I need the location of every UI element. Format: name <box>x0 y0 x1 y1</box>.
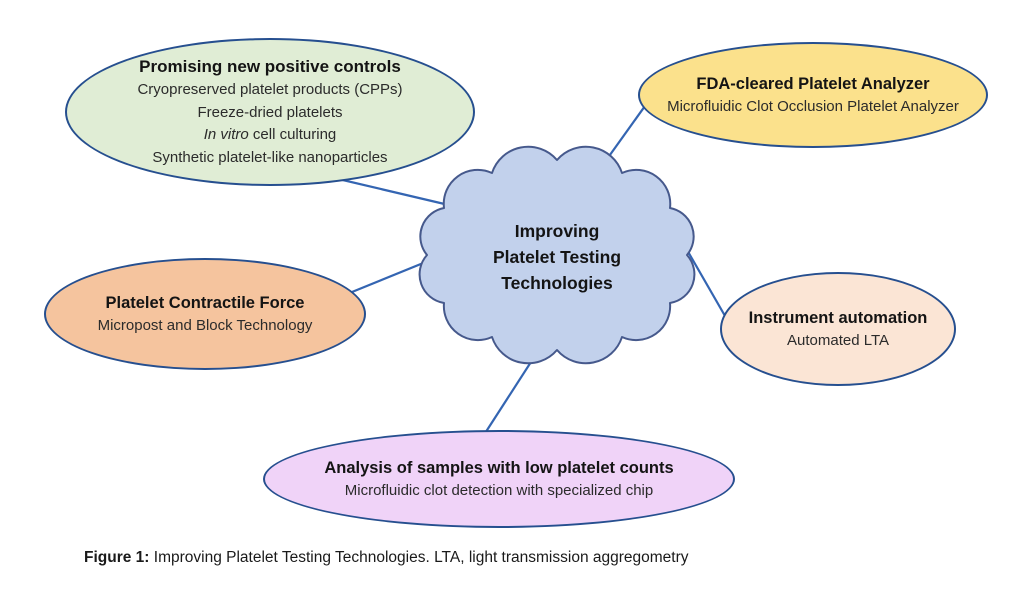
node-title: FDA-cleared Platelet Analyzer <box>696 74 930 93</box>
node-item: Synthetic platelet-like nanoparticles <box>152 148 388 166</box>
node-promising-new-positive-controls: Promising new positive controls Cryopres… <box>65 38 475 186</box>
italic-text: In vitro <box>203 126 249 143</box>
node-analysis-low-platelet-counts: Analysis of samples with low platelet co… <box>263 430 735 528</box>
node-item: Cryopreserved platelet products (CPPs) <box>137 81 403 98</box>
node-item: In vitro cell culturing <box>204 124 337 147</box>
center-line-1: Improving <box>514 221 600 241</box>
center-line-3: Technologies <box>501 273 613 293</box>
cloud-shape <box>418 145 696 365</box>
node-title: Promising new positive controls <box>139 57 401 76</box>
node-subtitle: Automated LTA <box>787 331 889 349</box>
figure-caption-label: Figure 1: <box>84 549 150 566</box>
center-line-2: Platelet Testing <box>492 247 622 267</box>
figure-caption: Figure 1: Improving Platelet Testing Tec… <box>84 549 689 567</box>
center-cloud-label: Improving Platelet Testing Technologies <box>447 212 667 302</box>
item-text: cell culturing <box>248 126 337 143</box>
node-title: Platelet Contractile Force <box>105 293 305 312</box>
node-subtitle: Microfluidic Clot Occlusion Platelet Ana… <box>667 97 959 115</box>
node-instrument-automation: Instrument automation Automated LTA <box>720 272 956 386</box>
node-subtitle: Micropost and Block Technology <box>97 316 313 334</box>
node-subtitle: Microfluidic clot detection with special… <box>344 481 654 499</box>
node-title: Instrument automation <box>748 308 928 327</box>
figure-caption-text: Improving Platelet Testing Technologies.… <box>153 549 689 566</box>
node-item: Freeze-dried platelets <box>197 103 343 121</box>
node-fda-cleared-platelet-analyzer: FDA-cleared Platelet Analyzer Microfluid… <box>638 42 988 148</box>
node-platelet-contractile-force: Platelet Contractile Force Micropost and… <box>44 258 366 370</box>
node-title: Analysis of samples with low platelet co… <box>324 458 674 477</box>
